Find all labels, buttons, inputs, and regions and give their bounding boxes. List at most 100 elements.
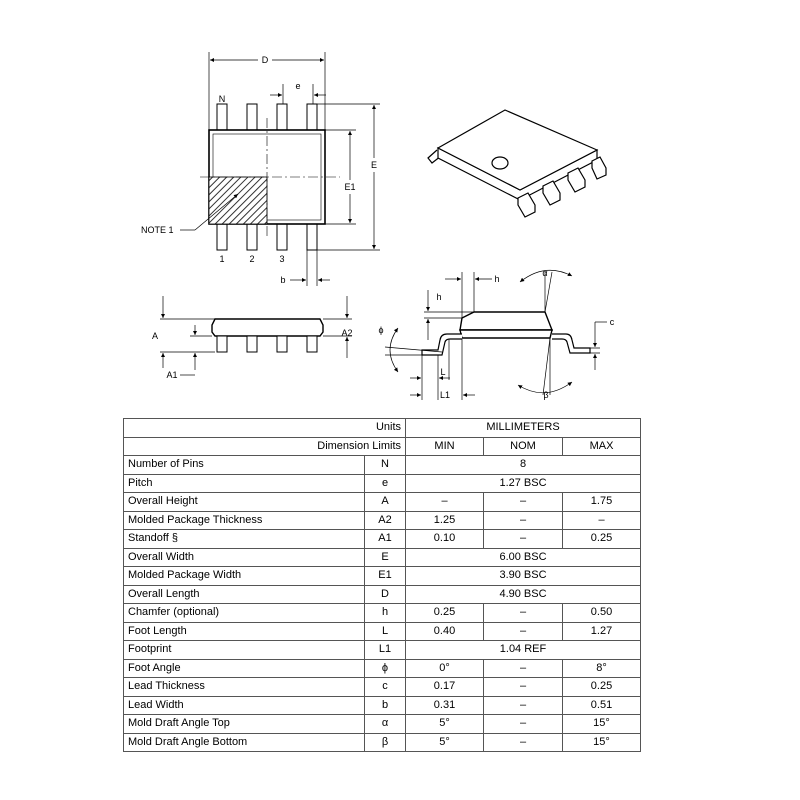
dimension-symbol: E xyxy=(364,547,406,567)
col-min-header: MIN xyxy=(405,436,484,456)
dimension-max: 8° xyxy=(562,658,641,678)
dimension-min: 5° xyxy=(405,732,484,752)
dimension-max: 1.75 xyxy=(562,492,641,512)
dimension-nom: – xyxy=(483,529,563,549)
units-value: MILLIMETERS xyxy=(405,418,641,438)
dimension-max: – xyxy=(562,510,641,530)
dimension-min: 0.17 xyxy=(405,677,484,697)
dimension-symbol: ϕ xyxy=(364,658,406,678)
dimension-symbol: α xyxy=(364,714,406,734)
dimension-max: 15° xyxy=(562,732,641,752)
dimension-symbol: E1 xyxy=(364,566,406,586)
side-view xyxy=(160,296,352,376)
dim-L1-label: L1 xyxy=(440,390,450,400)
dim-A1-label: A1 xyxy=(166,370,177,380)
dimensions-table: Units MILLIMETERS Dimension Limits MIN N… xyxy=(123,418,641,752)
dimension-value: 1.04 REF xyxy=(405,640,641,660)
dim-phi-label: ϕ xyxy=(378,325,383,335)
dimension-symbol: β xyxy=(364,732,406,752)
dim-beta-label: β xyxy=(543,390,548,400)
dimension-min: 1.25 xyxy=(405,510,484,530)
dimension-symbol: A1 xyxy=(364,529,406,549)
dim-h-top-label: h xyxy=(494,274,499,284)
dimension-symbol: e xyxy=(364,473,406,493)
dimension-name: Lead Width xyxy=(123,695,365,715)
dimension-value: 8 xyxy=(405,455,641,475)
limits-label: Dimension Limits xyxy=(123,436,406,456)
dimension-min: 0.40 xyxy=(405,621,484,641)
dimension-value: 6.00 BSC xyxy=(405,547,641,567)
dimension-name: Overall Width xyxy=(123,547,365,567)
dimension-max: 0.25 xyxy=(562,529,641,549)
dimension-name: Overall Height xyxy=(123,492,365,512)
limits-row: Dimension Limits MIN NOM MAX xyxy=(123,436,641,456)
pin-N-label: N xyxy=(219,94,226,104)
top-view xyxy=(180,52,380,286)
dimension-nom: – xyxy=(483,492,563,512)
dimension-name: Mold Draft Angle Top xyxy=(123,714,365,734)
dim-h-side-label: h xyxy=(436,292,441,302)
pin-3-label: 3 xyxy=(279,254,284,264)
dimension-symbol: b xyxy=(364,695,406,715)
col-max-header: MAX xyxy=(562,436,641,456)
detail-view xyxy=(384,269,607,400)
dimension-max: 1.27 xyxy=(562,621,641,641)
dimension-max: 0.51 xyxy=(562,695,641,715)
dimension-symbol: A2 xyxy=(364,510,406,530)
dimension-name: Foot Angle xyxy=(123,658,365,678)
dimension-value: 1.27 BSC xyxy=(405,473,641,493)
dimension-value: 3.90 BSC xyxy=(405,566,641,586)
dimension-min: 0.31 xyxy=(405,695,484,715)
dim-E-label: E xyxy=(371,160,377,170)
dimension-max: 15° xyxy=(562,714,641,734)
dimension-nom: – xyxy=(483,658,563,678)
dimension-min: – xyxy=(405,492,484,512)
dimension-name: Mold Draft Angle Bottom xyxy=(123,732,365,752)
dimension-nom: – xyxy=(483,603,563,623)
dimension-symbol: D xyxy=(364,584,406,604)
isometric-view xyxy=(427,109,607,218)
col-nom-header: NOM xyxy=(483,436,563,456)
dimension-symbol: h xyxy=(364,603,406,623)
units-row: Units MILLIMETERS xyxy=(123,418,641,438)
dim-e-label: e xyxy=(295,81,300,91)
units-label: Units xyxy=(123,418,406,438)
dim-alpha-label: α xyxy=(542,268,547,278)
dimension-name: Footprint xyxy=(123,640,365,660)
dim-L-label: L xyxy=(440,367,445,377)
dimension-symbol: c xyxy=(364,677,406,697)
pin-1-label: 1 xyxy=(219,254,224,264)
dimension-max: 0.50 xyxy=(562,603,641,623)
dimension-nom: – xyxy=(483,695,563,715)
dimension-name: Molded Package Width xyxy=(123,566,365,586)
dimension-min: 0.10 xyxy=(405,529,484,549)
dim-A-label: A xyxy=(152,331,158,341)
dimension-name: Overall Length xyxy=(123,584,365,604)
dimension-name: Lead Thickness xyxy=(123,677,365,697)
dimension-name: Chamfer (optional) xyxy=(123,603,365,623)
dimension-min: 0.25 xyxy=(405,603,484,623)
dimension-nom: – xyxy=(483,621,563,641)
pin-2-label: 2 xyxy=(249,254,254,264)
dimension-name: Number of Pins xyxy=(123,455,365,475)
dim-D-label: D xyxy=(262,55,269,65)
dimension-nom: – xyxy=(483,732,563,752)
dimension-symbol: N xyxy=(364,455,406,475)
dimension-symbol: L1 xyxy=(364,640,406,660)
dimension-name: Foot Length xyxy=(123,621,365,641)
dimension-nom: – xyxy=(483,714,563,734)
package-drawing: D e N E E1 1 2 3 b NOTE 1 xyxy=(141,52,615,400)
dimension-symbol: L xyxy=(364,621,406,641)
